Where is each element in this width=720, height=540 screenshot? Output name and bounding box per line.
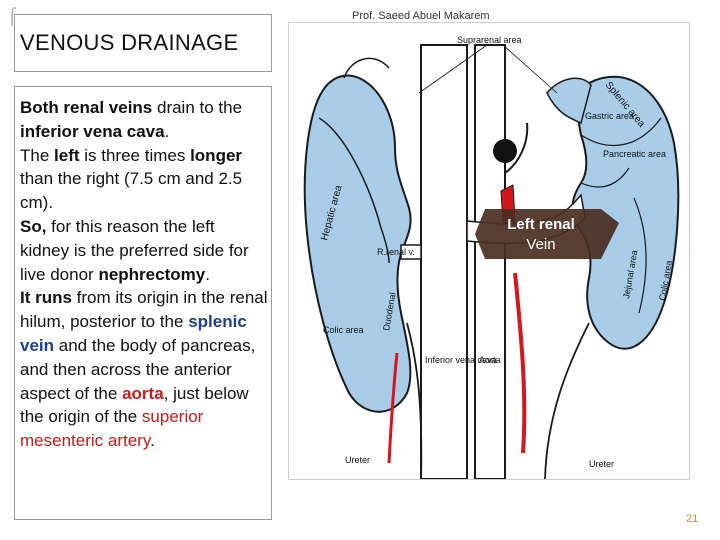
right-gonadal-vessel [387, 352, 399, 464]
text-run: than the right (7.5 cm and 2.5 cm). [20, 169, 243, 213]
text-highlight-red: superior mesenteric artery [20, 407, 204, 451]
label-colic-area-right: Colic area [323, 325, 364, 335]
author-header: Prof. Saeed Abuel Makarem [352, 10, 490, 22]
aorta-shape [474, 44, 506, 479]
label-aorta: Aorta [479, 355, 501, 365]
left-kidney-shape [571, 75, 680, 350]
kidney-anatomy-figure: Left renal Vein Suprarenal area Splenic … [288, 22, 690, 480]
text-run: from its origin in the renal hilum, post… [20, 288, 268, 332]
inferior-vena-cava-shape [420, 44, 468, 479]
label-ureter-right: Ureter [345, 455, 370, 465]
page-number: 21 [686, 513, 699, 525]
label-gastric-area: Gastric area [585, 111, 634, 121]
body-text: Both renal veins drain to the inferior v… [20, 96, 268, 453]
callout-line-2: Vein [526, 236, 555, 253]
left-renal-vein-callout [475, 209, 619, 259]
suprarenal-leader-line [502, 44, 558, 94]
superior-mesenteric-artery-marker [493, 139, 517, 163]
text-highlight-red: aorta [122, 383, 164, 403]
right-kidney-shape [303, 74, 412, 413]
right-renal-vein-shape [400, 244, 422, 260]
label-right-renal-vein: R.renal v. [377, 247, 415, 257]
text-bold: left [54, 145, 80, 165]
text-run: for this reason the left kidney is the p… [20, 216, 249, 284]
title-frame [14, 14, 272, 72]
text-run: . [150, 431, 155, 451]
right-ureter-line [406, 322, 423, 479]
text-highlight-blue: splenic vein [20, 312, 247, 355]
corner-decoration-icon: ⌠ [8, 7, 17, 26]
text-run: The [20, 145, 55, 165]
label-ureter-left: Ureter [589, 459, 614, 469]
left-ureter-line [544, 322, 590, 479]
callout-line-1: Left renal [507, 216, 575, 233]
text-run: is three times [79, 145, 191, 165]
kidney-anatomy-diagram: Left renal Vein Suprarenal area Splenic … [303, 35, 680, 479]
paragraph-4: It runs from its origin in the renal hil… [20, 286, 268, 453]
splenic-gastric-divider [580, 117, 662, 147]
text-bold: Both renal veins [20, 98, 153, 117]
text-bold: nephrectomy [98, 264, 206, 284]
paragraph-3: So, for this reason the left kidney is t… [20, 215, 268, 286]
left-gonadal-vessel [513, 272, 527, 454]
text-bold: longer [190, 145, 243, 165]
aortic-branch [504, 122, 529, 174]
gastric-pancreatic-divider [580, 167, 630, 188]
text-run: . [205, 264, 210, 284]
left-suprarenal-shape [546, 77, 592, 125]
text-bold: inferior vena cava [20, 121, 165, 141]
slide-title: VENOUS DRAINAGE [20, 30, 239, 55]
text-run: drain to the [152, 98, 243, 117]
text-run: and the body of pancreas, and then acros… [20, 335, 256, 403]
text-bold: So, [20, 216, 47, 236]
label-pancreatic-area: Pancreatic area [603, 149, 666, 159]
suprarenal-leader-line [418, 44, 488, 94]
text-run: . [164, 121, 170, 141]
text-bold: It runs [20, 288, 72, 308]
label-suprarenal-area: Suprarenal area [457, 35, 522, 45]
paragraph-2: The left is three times longer than the … [20, 144, 268, 215]
hepatic-boundary-line [318, 117, 390, 264]
text-run: , just below the origin of the [20, 383, 249, 427]
body-frame [14, 86, 272, 520]
label-inferior-vena-cava: Inferior vena cava [425, 355, 497, 365]
right-suprarenal-outline [343, 57, 390, 79]
paragraph-1: Both renal veins drain to the inferior v… [20, 96, 268, 144]
jejunal-colic-divider [633, 197, 647, 314]
